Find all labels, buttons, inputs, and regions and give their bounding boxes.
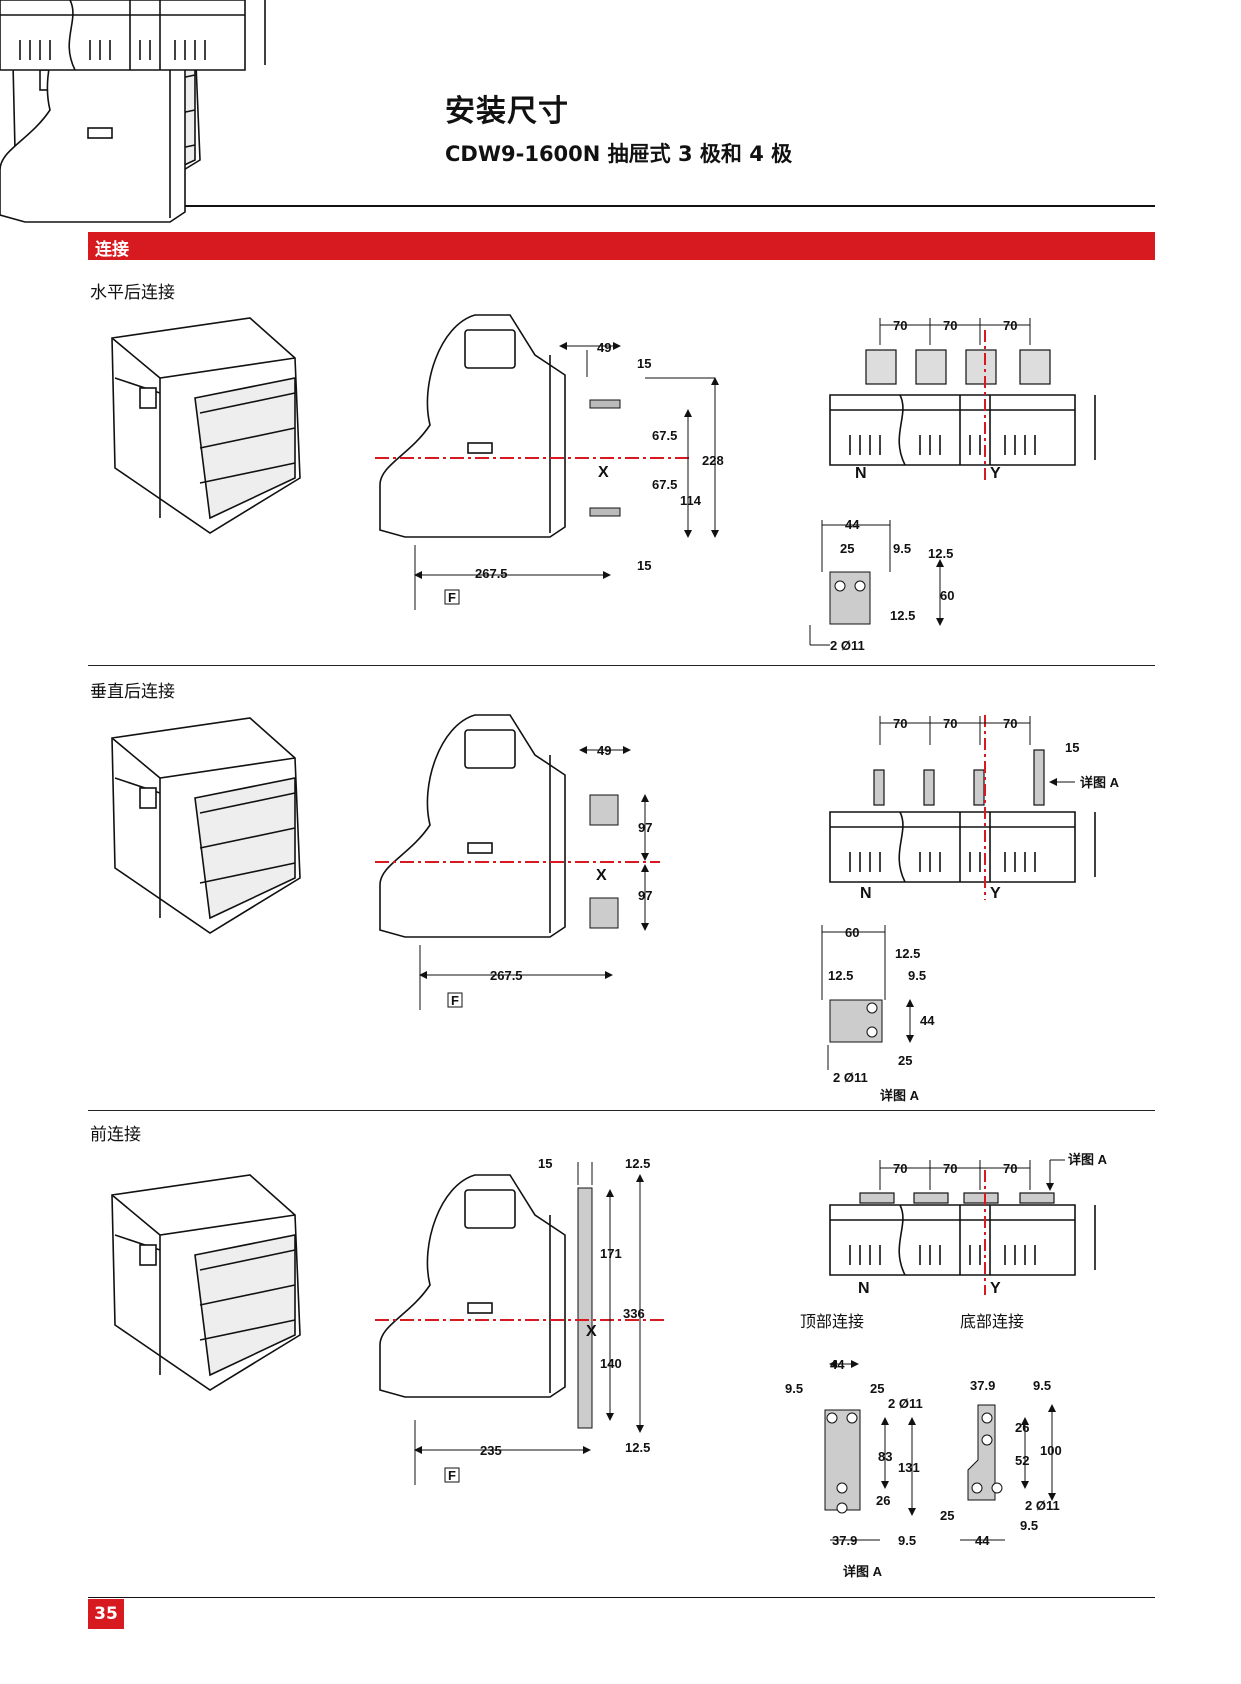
detail-ref: 详图 A xyxy=(1068,1152,1108,1167)
front-ref: F xyxy=(448,590,456,605)
sub-label-top: 顶部连接 xyxy=(800,1313,864,1331)
axis-label-y: Y xyxy=(990,885,1001,902)
dim-text: 12.5 xyxy=(895,946,920,961)
dim-text: 2 Ø11 xyxy=(833,1070,868,1085)
footer-rule xyxy=(88,1597,1155,1598)
dim-text: 131 xyxy=(898,1460,920,1475)
dim-text: 2 Ø11 xyxy=(888,1396,923,1411)
dim-text: 25 xyxy=(940,1508,954,1523)
dim-text: 70 xyxy=(1003,1161,1017,1176)
axis-label-y: Y xyxy=(990,465,1001,482)
axis-label-x: X xyxy=(598,464,609,481)
dim-text: 49 xyxy=(597,743,611,758)
section-divider xyxy=(88,665,1155,666)
dim-text: 15 xyxy=(538,1156,552,1171)
dim-text: 12.5 xyxy=(625,1156,650,1171)
dim-text: 25 xyxy=(898,1053,912,1068)
front-ref: F xyxy=(451,993,459,1008)
dim-text: 70 xyxy=(893,1161,907,1176)
page-number: 35 xyxy=(88,1599,124,1629)
dim-text: 336 xyxy=(623,1306,645,1321)
pole-label-n: N xyxy=(855,465,867,482)
dim-text: 2 Ø11 xyxy=(1025,1498,1060,1513)
dim-text: 60 xyxy=(940,588,954,603)
dim-text: 44 xyxy=(830,1357,845,1372)
dim-text: 235 xyxy=(480,1443,502,1458)
page-title: 安装尺寸 xyxy=(445,94,569,129)
dim-text: 67.5 xyxy=(652,428,677,443)
axis-label-y: Y xyxy=(990,1280,1001,1297)
dim-text: 114 xyxy=(680,493,702,508)
page-subtitle: CDW9-1600N 抽屉式 3 极和 4 极 xyxy=(445,142,793,166)
axis-label-x: X xyxy=(586,1323,597,1340)
dim-text: 70 xyxy=(893,318,907,333)
dim-text: 70 xyxy=(1003,716,1017,731)
dim-text: 9.5 xyxy=(1033,1378,1051,1393)
dim-text: 228 xyxy=(702,453,724,468)
dim-text: 49 xyxy=(597,340,611,355)
breaker-top-view xyxy=(0,0,266,71)
sub-label-bottom: 底部连接 xyxy=(960,1313,1024,1331)
dim-text: 44 xyxy=(845,517,860,532)
detail-caption: 详图 A xyxy=(843,1564,883,1579)
axis-label-x: X xyxy=(596,867,607,884)
dim-text: 267.5 xyxy=(475,566,508,581)
dim-text: 100 xyxy=(1040,1443,1062,1458)
dim-text: 9.5 xyxy=(898,1533,916,1548)
dim-text: 70 xyxy=(893,716,907,731)
dim-text: 9.5 xyxy=(1020,1518,1038,1533)
dim-text: 26 xyxy=(1015,1420,1029,1435)
front-ref: F xyxy=(448,1468,456,1483)
dim-text: 52 xyxy=(1015,1453,1029,1468)
dim-text: 97 xyxy=(638,888,652,903)
dim-text: 2 Ø11 xyxy=(830,638,865,653)
section-label-front: 前连接 xyxy=(90,1125,141,1145)
dim-text: 171 xyxy=(600,1246,622,1261)
dim-text: 12.5 xyxy=(890,608,915,623)
dim-text: 44 xyxy=(920,1013,935,1028)
dim-text: 83 xyxy=(878,1449,892,1464)
dim-text: 12.5 xyxy=(928,546,953,561)
pole-label-n: N xyxy=(858,1280,870,1297)
dim-text: 140 xyxy=(600,1356,622,1371)
header-rule xyxy=(88,205,1155,207)
dim-text: 25 xyxy=(870,1381,884,1396)
dim-text: 44 xyxy=(975,1533,990,1548)
dim-text: 15 xyxy=(637,558,651,573)
dim-text: 70 xyxy=(943,318,957,333)
dim-text: 9.5 xyxy=(908,968,926,983)
section-bar: 连接 xyxy=(88,232,1155,260)
dim-text: 60 xyxy=(845,925,859,940)
section-label-vertical: 垂直后连接 xyxy=(90,682,175,702)
dim-text: 12.5 xyxy=(625,1440,650,1455)
dim-text: 37.9 xyxy=(970,1378,995,1393)
detail-ref: 详图 A xyxy=(1080,775,1120,790)
dim-text: 67.5 xyxy=(652,477,677,492)
dim-text: 70 xyxy=(943,716,957,731)
section-divider xyxy=(88,1110,1155,1111)
dim-text: 15 xyxy=(1065,740,1079,755)
pole-label-n: N xyxy=(860,885,872,902)
dim-text: 70 xyxy=(1003,318,1017,333)
section-bar-label: 连接 xyxy=(95,240,129,260)
detail-caption: 详图 A xyxy=(880,1088,920,1103)
dim-text: 12.5 xyxy=(828,968,853,983)
section-label-horizontal: 水平后连接 xyxy=(90,283,175,303)
dim-text: 97 xyxy=(638,820,652,835)
dim-text: 9.5 xyxy=(785,1381,803,1396)
dim-text: 267.5 xyxy=(490,968,523,983)
dim-text: 26 xyxy=(876,1493,890,1508)
dim-text: 15 xyxy=(637,356,651,371)
dim-text: 25 xyxy=(840,541,854,556)
dim-text: 70 xyxy=(943,1161,957,1176)
dim-text: 9.5 xyxy=(893,541,911,556)
dim-text: 37.9 xyxy=(832,1533,857,1548)
